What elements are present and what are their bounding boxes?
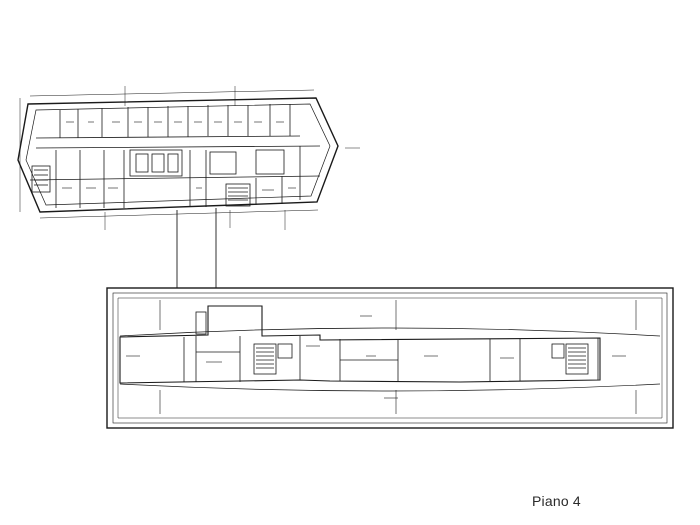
connector-lines (176, 208, 217, 288)
upper-outer-wall (17, 97, 339, 213)
upper-detail-plan (17, 86, 360, 230)
floor-caption: Piano 4 (532, 493, 581, 509)
lower-long-plan (106, 287, 674, 429)
lower-stair-right (565, 343, 589, 375)
upper-core-b (209, 151, 237, 175)
lower-outer-frame (106, 287, 674, 429)
upper-core-a (129, 149, 183, 177)
upper-stair (225, 183, 251, 207)
lower-stair-left (253, 343, 277, 375)
lower-inner-building (119, 305, 601, 384)
upper-inner-wall (25, 103, 331, 206)
